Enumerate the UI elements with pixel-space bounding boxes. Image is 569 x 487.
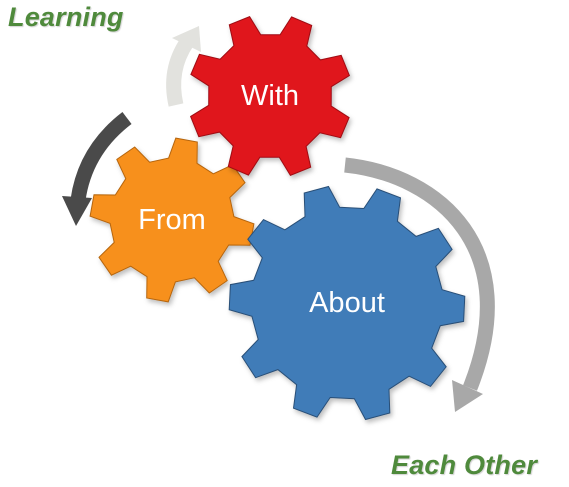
gear-from: From xyxy=(89,137,255,303)
left-curved-arrow xyxy=(62,112,132,226)
gear-about: About xyxy=(228,185,466,421)
gear-about-label: About xyxy=(309,287,385,319)
right-curved-arrow xyxy=(344,157,495,412)
gear-with-label: With xyxy=(241,80,299,112)
top-curved-arrow xyxy=(166,26,201,107)
gear-from-label: From xyxy=(138,204,206,236)
caption-each-other: Each Other xyxy=(391,450,538,480)
caption-learning: Learning xyxy=(8,2,124,32)
gear-with: With xyxy=(189,15,351,177)
